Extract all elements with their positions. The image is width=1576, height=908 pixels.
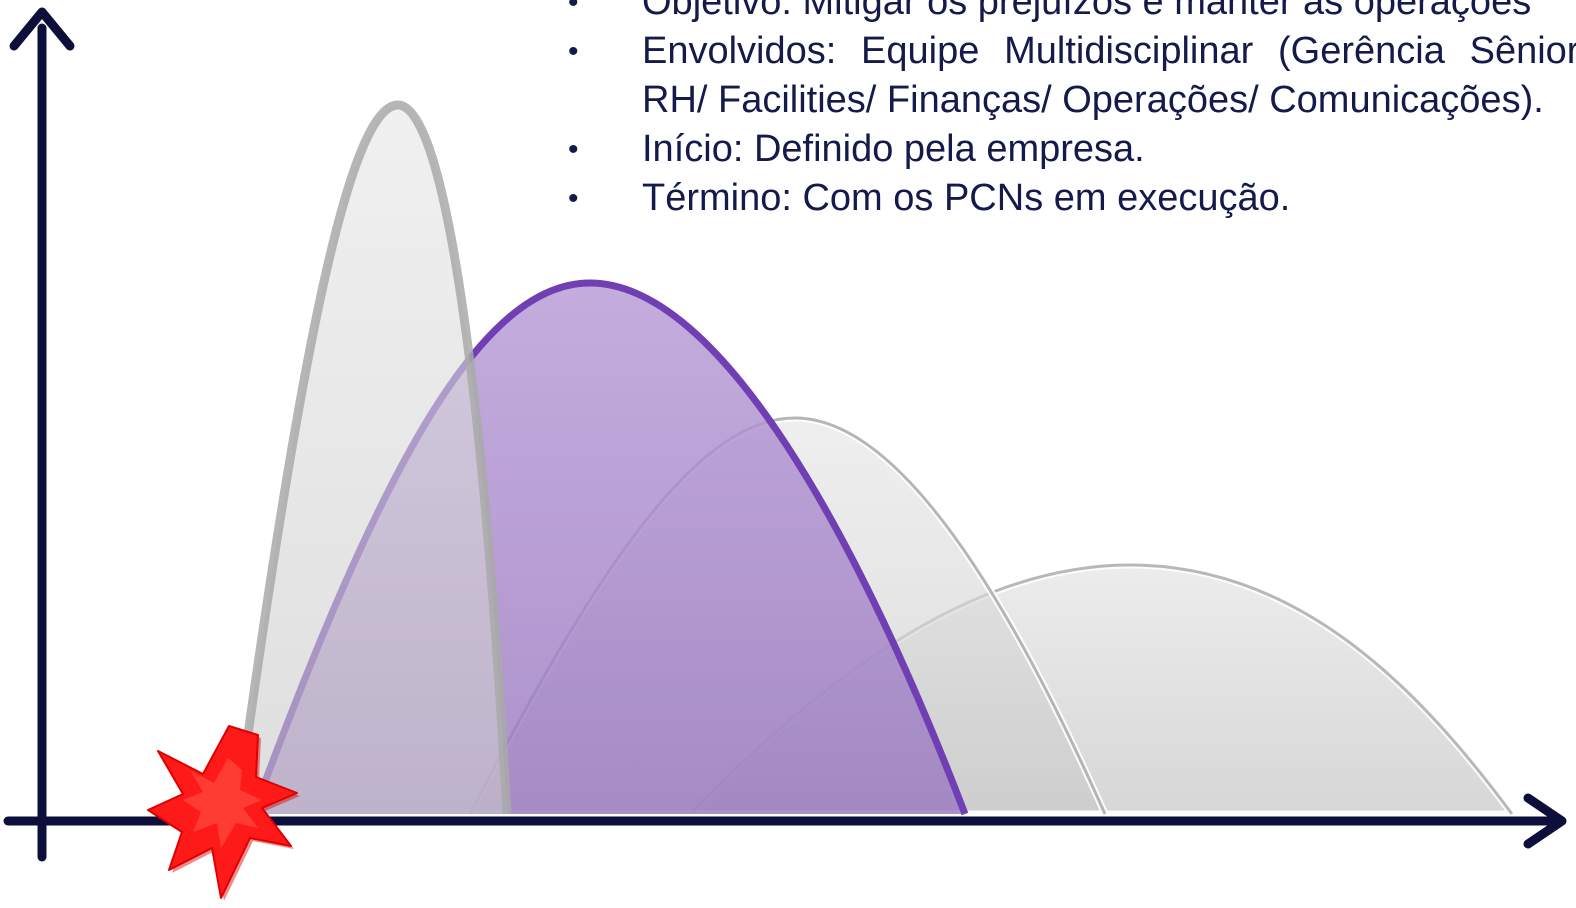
bullet-termino: Término: Com os PCNs em execução. [560,174,1576,223]
bullet-termino-text: Término: Com os PCNs em execução. [642,177,1291,219]
bullet-objetivo-text: Objetivo: Mitigar os prejuízos e manter … [642,0,1532,23]
bullet-envolvidos-text: Envolvidos: Equipe Multidisciplinar (Ger… [642,30,1576,121]
phase-1-outline [232,100,512,815]
bullet-inicio-text: Início: Definido pela empresa. [642,128,1145,170]
arrow-up-icon [9,7,75,51]
bullet-inicio: Início: Definido pela empresa. [560,125,1576,174]
explosion-icon [147,725,300,901]
bullet-list: Objetivo: Mitigar os prejuízos e manter … [560,0,1576,223]
arrow-right-icon [1523,793,1567,849]
bullet-envolvidos: Envolvidos: Equipe Multidisciplinar (Ger… [560,27,1576,125]
phase-1-curve [237,105,507,814]
bullet-objetivo: Objetivo: Mitigar os prejuízos e manter … [560,0,1576,27]
